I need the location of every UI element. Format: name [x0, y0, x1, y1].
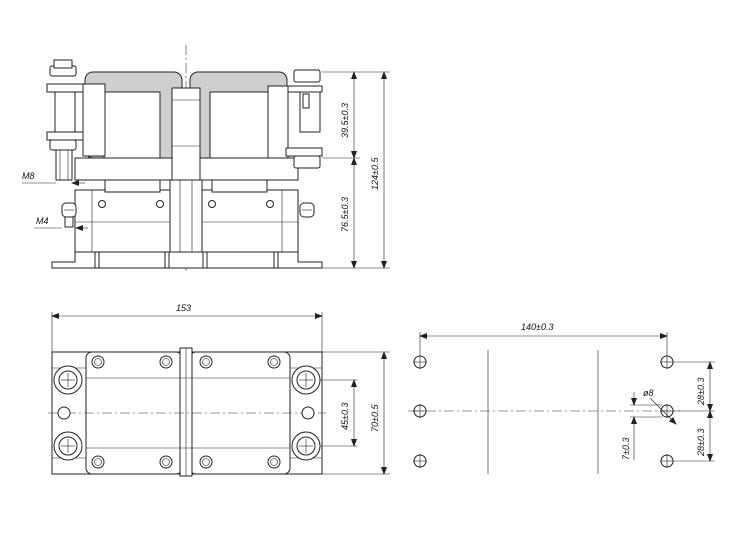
label-m4: M4 — [36, 216, 49, 226]
upper-window-left — [103, 91, 161, 159]
label-dim-140: 140±0.3 — [521, 322, 553, 332]
label-dim-76-5: 76.5±0.3 — [340, 197, 350, 232]
mounting-hole-pattern: 140±0.3 ø8 7±0.3 28±0.3 28±0.3 — [408, 322, 715, 474]
label-dim-70: 70±0.5 — [370, 404, 380, 432]
top-small-screws — [91, 355, 281, 469]
label-dim-28-top: 28±0.3 — [696, 378, 706, 406]
holes-left-column — [413, 355, 427, 468]
right-bolt — [267, 69, 323, 169]
top-mount-hole-right — [301, 406, 315, 420]
top-view: 153 45±0.3 70±0.5 — [48, 303, 390, 477]
label-dim-153: 153 — [176, 303, 191, 313]
m4-screw-right — [299, 202, 315, 218]
upper-window-right — [209, 91, 269, 159]
center-column — [171, 87, 201, 181]
lower-step-left — [104, 179, 161, 193]
top-mount-hole-left — [57, 406, 71, 420]
top-terminal-bolts — [53, 365, 321, 461]
label-dim-124: 124±0.5 — [370, 157, 380, 190]
label-dim-7: 7±0.3 — [621, 438, 631, 460]
center-terminal-block — [169, 179, 203, 253]
label-dim-28-bottom: 28±0.3 — [696, 429, 706, 457]
label-dim-phi8: ø8 — [643, 388, 654, 398]
base-plate — [51, 251, 323, 269]
holes-right-column — [660, 355, 674, 468]
m4-screw-left — [61, 202, 77, 228]
lower-step-right — [211, 179, 268, 193]
diameter-8-leader — [649, 397, 677, 425]
label-dim-45: 45±0.3 — [340, 403, 350, 430]
front-view: M8 M4 39.5±0.3 76.5±0.3 124±0.5 — [22, 45, 390, 272]
label-m8: M8 — [22, 171, 35, 181]
left-bolt — [46, 59, 106, 181]
label-dim-39-5: 39.5±0.3 — [340, 103, 350, 138]
